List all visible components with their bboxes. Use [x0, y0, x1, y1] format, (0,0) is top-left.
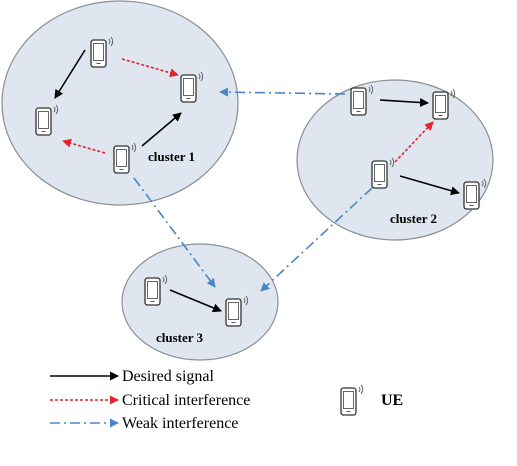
- weak-interference-arrow: [260, 187, 373, 292]
- critical-interference-arrow: [394, 121, 434, 163]
- cluster-2-region: [296, 79, 494, 241]
- legend-ue-label: UE: [381, 392, 403, 409]
- cluster-3-label: cluster 3: [156, 330, 204, 345]
- legend-critical-label: Critical interference: [122, 392, 250, 409]
- critical-interference-arrow: [62, 138, 106, 154]
- weak-interference-arrow: [133, 177, 216, 288]
- cluster-2-label: cluster 2: [390, 211, 437, 226]
- legend-desired-label: Desired signal: [122, 368, 215, 385]
- legend-weak-label: Weak interference: [122, 415, 238, 432]
- desired-signal-arrow: [379, 98, 429, 107]
- desired-signal-arrow: [399, 175, 460, 196]
- desired-signal-arrow: [141, 112, 182, 147]
- cluster-1-region: [1, 0, 239, 206]
- legend: Desired signal Critical interference Wea…: [50, 368, 403, 432]
- legend-ue-icon: [340, 384, 364, 416]
- cluster-1-label: cluster 1: [148, 149, 195, 164]
- desired-signal-arrow: [54, 49, 86, 99]
- weak-interference-arrow: [219, 87, 346, 97]
- desired-signal-arrow: [169, 289, 222, 313]
